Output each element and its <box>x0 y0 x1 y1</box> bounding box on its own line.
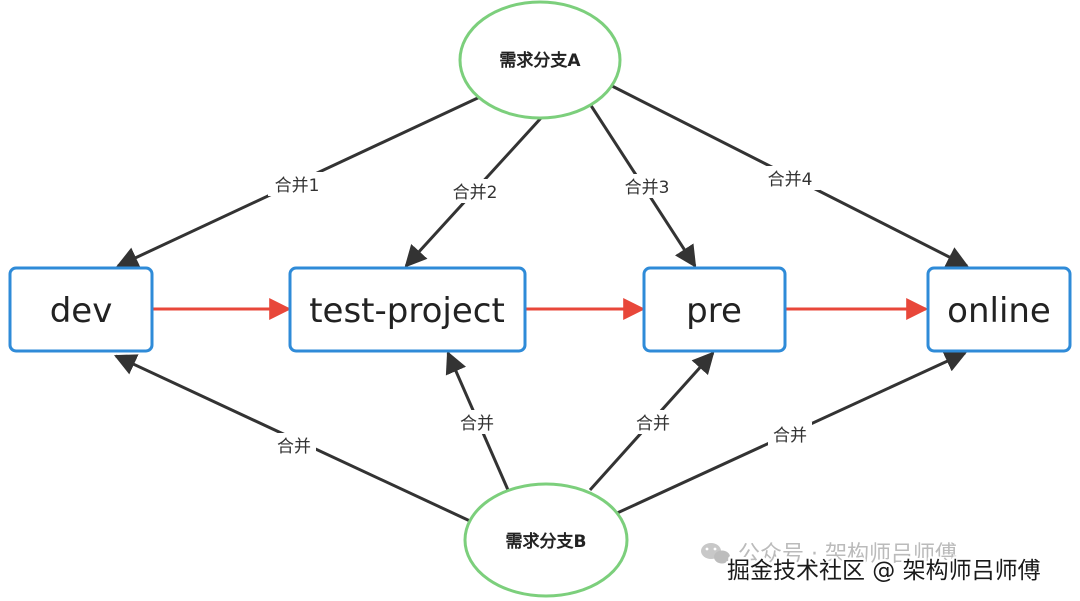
edge-labels-b: 合并 合并 合并 合并 <box>272 410 812 457</box>
env-label-pre: pre <box>686 291 742 331</box>
env-label-test-project: test-project <box>309 291 505 331</box>
edge-label-b-3: 合并 <box>636 414 670 434</box>
branch-a-label: 需求分支A <box>499 50 581 71</box>
env-box-pre: pre <box>642 266 787 353</box>
env-box-dev: dev <box>8 266 154 353</box>
edge-labels-a: 合并1 合并2 合并3 合并4 <box>268 166 820 203</box>
watermark-front-text: 掘金技术社区 @ 架构师吕师傅 <box>727 558 1041 584</box>
branch-b-label: 需求分支B <box>506 531 587 552</box>
edge-label-b-2: 合并 <box>460 414 494 434</box>
edge-label-a-2: 合并2 <box>453 183 498 203</box>
env-label-online: online <box>947 291 1051 331</box>
edge-label-b-1: 合并 <box>277 437 311 457</box>
branch-a-node: 需求分支A <box>458 0 622 120</box>
env-box-test-project: test-project <box>288 266 527 353</box>
env-box-online: online <box>926 266 1072 353</box>
edge-label-a-1: 合并1 <box>275 176 320 196</box>
edge-label-a-4: 合并4 <box>768 170 813 190</box>
branch-b-node: 需求分支B <box>463 482 629 598</box>
env-label-dev: dev <box>50 291 113 331</box>
watermark-faint-text: 公众号 · 架构师吕师傅 <box>738 542 957 567</box>
edge-label-a-3: 合并3 <box>625 178 670 198</box>
wechat-icon <box>701 543 730 564</box>
edge-label-b-4: 合并 <box>773 426 807 446</box>
watermark: 公众号 · 架构师吕师傅 掘金技术社区 @ 架构师吕师傅 <box>701 542 1043 587</box>
